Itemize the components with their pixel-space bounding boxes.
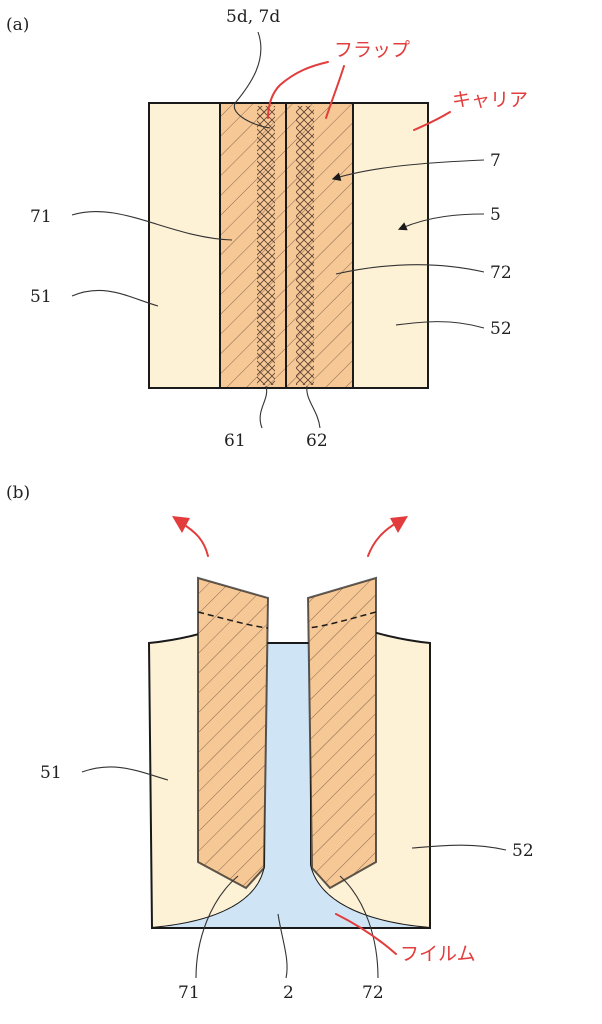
annotation-film: フイルム — [400, 943, 476, 965]
label-71: 71 — [30, 207, 52, 227]
label-72-b: 72 — [362, 983, 384, 1003]
flap-right-72-b-hatch — [308, 578, 376, 888]
leader-51 — [72, 290, 158, 306]
leader-61 — [260, 386, 267, 428]
label-7: 7 — [490, 151, 501, 171]
leader-62 — [307, 386, 320, 428]
adhesive-strip-61 — [257, 106, 275, 385]
label-51: 51 — [30, 287, 52, 307]
panel-b: (b) 51 52 71 2 72 フイルム — [6, 483, 534, 1003]
panel-a: (a) 5d, 7d 7 5 71 72 51 52 61 — [6, 7, 528, 451]
flap-left-hatch — [220, 103, 286, 388]
label-72: 72 — [490, 263, 512, 283]
flap-left-71-b-hatch — [198, 578, 268, 888]
label-62: 62 — [306, 431, 328, 451]
label-5: 5 — [490, 205, 501, 225]
label-51-b: 51 — [40, 763, 62, 783]
label-71-b: 71 — [178, 983, 200, 1003]
panel-b-tag: (b) — [6, 483, 30, 503]
label-5d-7d: 5d, 7d — [226, 7, 280, 27]
label-2-b: 2 — [283, 983, 294, 1003]
arrow-left-head — [172, 516, 190, 533]
label-61: 61 — [224, 431, 246, 451]
carrier-right-52 — [353, 103, 428, 388]
panel-a-tag: (a) — [6, 15, 29, 35]
label-52: 52 — [490, 319, 512, 339]
label-52-b: 52 — [512, 841, 534, 861]
carrier-left-51 — [149, 103, 220, 388]
arrow-right-outward — [368, 522, 398, 556]
annotation-flap: フラップ — [334, 39, 410, 61]
annotation-carrier: キャリア — [452, 89, 528, 111]
adhesive-strip-62 — [296, 106, 314, 385]
